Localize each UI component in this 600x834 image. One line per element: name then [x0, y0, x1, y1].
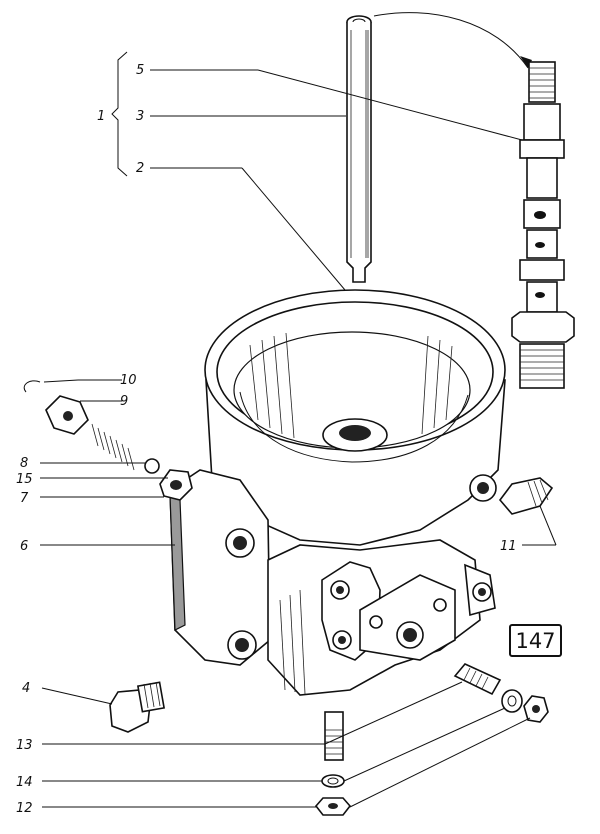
housing-part: [169, 289, 506, 696]
callout-5: 5: [136, 63, 144, 78]
callout-10: 10: [120, 373, 137, 388]
tube-part: [346, 15, 372, 283]
callout-7: 7: [20, 491, 29, 506]
callout-11: 11: [500, 539, 517, 554]
callout-13: 13: [16, 738, 33, 753]
callout-15: 15: [16, 472, 33, 487]
page-number-badge: 147: [509, 624, 562, 657]
callout-3: 3: [136, 109, 144, 124]
valve-parts: [23, 380, 193, 501]
plug-part: [109, 681, 166, 733]
callout-labels: 1 2 3 4 5 6 7 8 9 10 11 12 13 14 15: [16, 63, 517, 816]
assembly-arrow: [373, 12, 532, 69]
callout-12: 12: [16, 801, 33, 816]
union-part: [498, 477, 554, 515]
callout-1: 1: [97, 109, 105, 124]
leader-lines: [40, 51, 557, 808]
stud-washer-nut-parts: [314, 663, 549, 816]
callout-8: 8: [20, 456, 28, 471]
callout-4: 4: [22, 681, 30, 696]
callout-6: 6: [20, 539, 28, 554]
callout-2: 2: [136, 161, 144, 176]
callout-14: 14: [16, 775, 33, 790]
callout-9: 9: [120, 394, 128, 409]
fitting-part: [511, 61, 575, 389]
